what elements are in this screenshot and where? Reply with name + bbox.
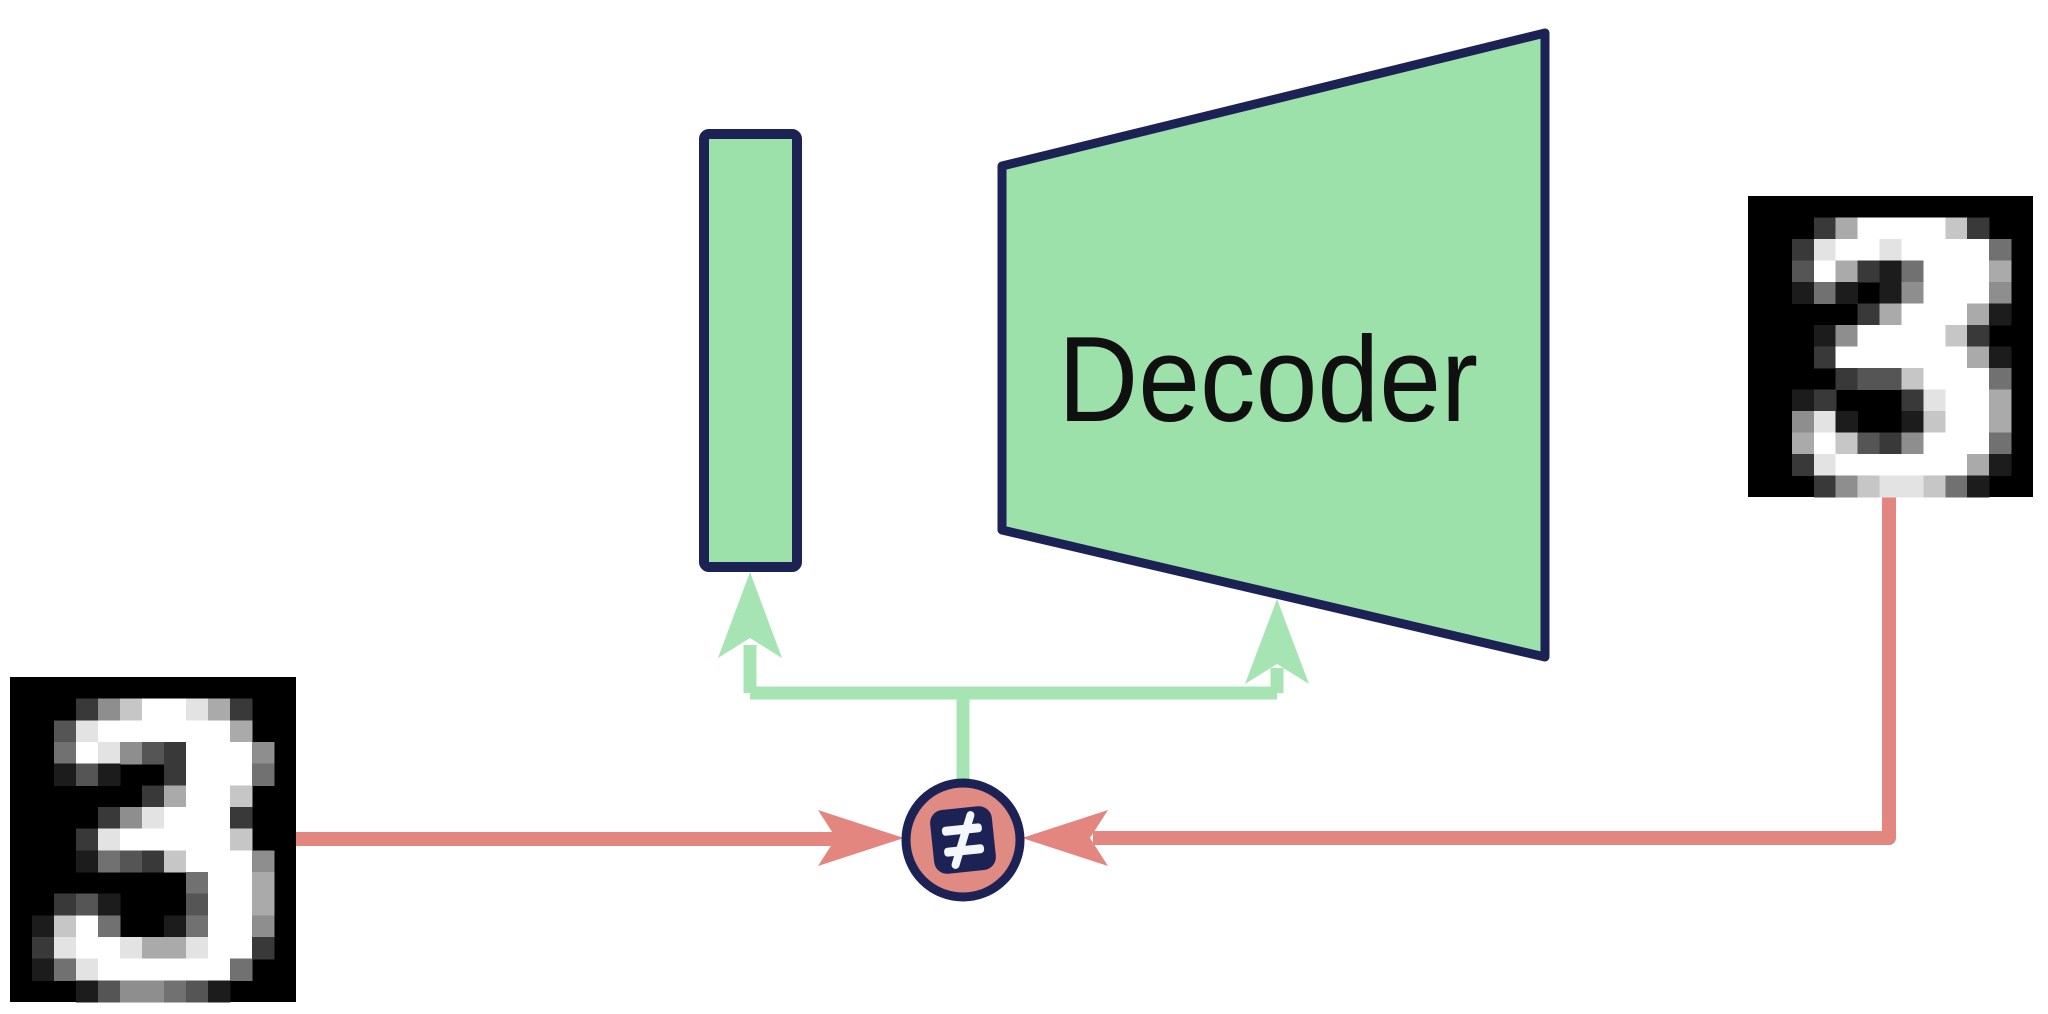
left-digit-image [10, 677, 296, 1003]
decoder-label: Decoder [1058, 311, 1478, 447]
green-connector-path [743, 645, 1284, 781]
green-connector [718, 572, 1309, 781]
not-equal-top-bar [941, 823, 982, 836]
not-equal-bottom-bar [944, 844, 985, 857]
right-digit-image [1748, 196, 2033, 498]
decoder-block: Decoder [997, 28, 1550, 662]
green-arrowhead-to-decoder-icon [1245, 599, 1309, 684]
decoder-shape [997, 28, 1550, 662]
pink-arrowhead-right-icon [818, 810, 904, 866]
pink-connector-right [1022, 497, 1896, 866]
not-equal-slash [951, 811, 975, 869]
pink-connector-left [296, 810, 904, 866]
not-equal-icon [930, 806, 996, 874]
comparison-node [901, 778, 1025, 902]
pink-connector-right-path [1093, 497, 1896, 845]
latent-vector-shape [699, 129, 802, 572]
pink-arrowhead-left-icon [1022, 810, 1108, 866]
green-arrowhead-to-latent-icon [718, 572, 782, 658]
